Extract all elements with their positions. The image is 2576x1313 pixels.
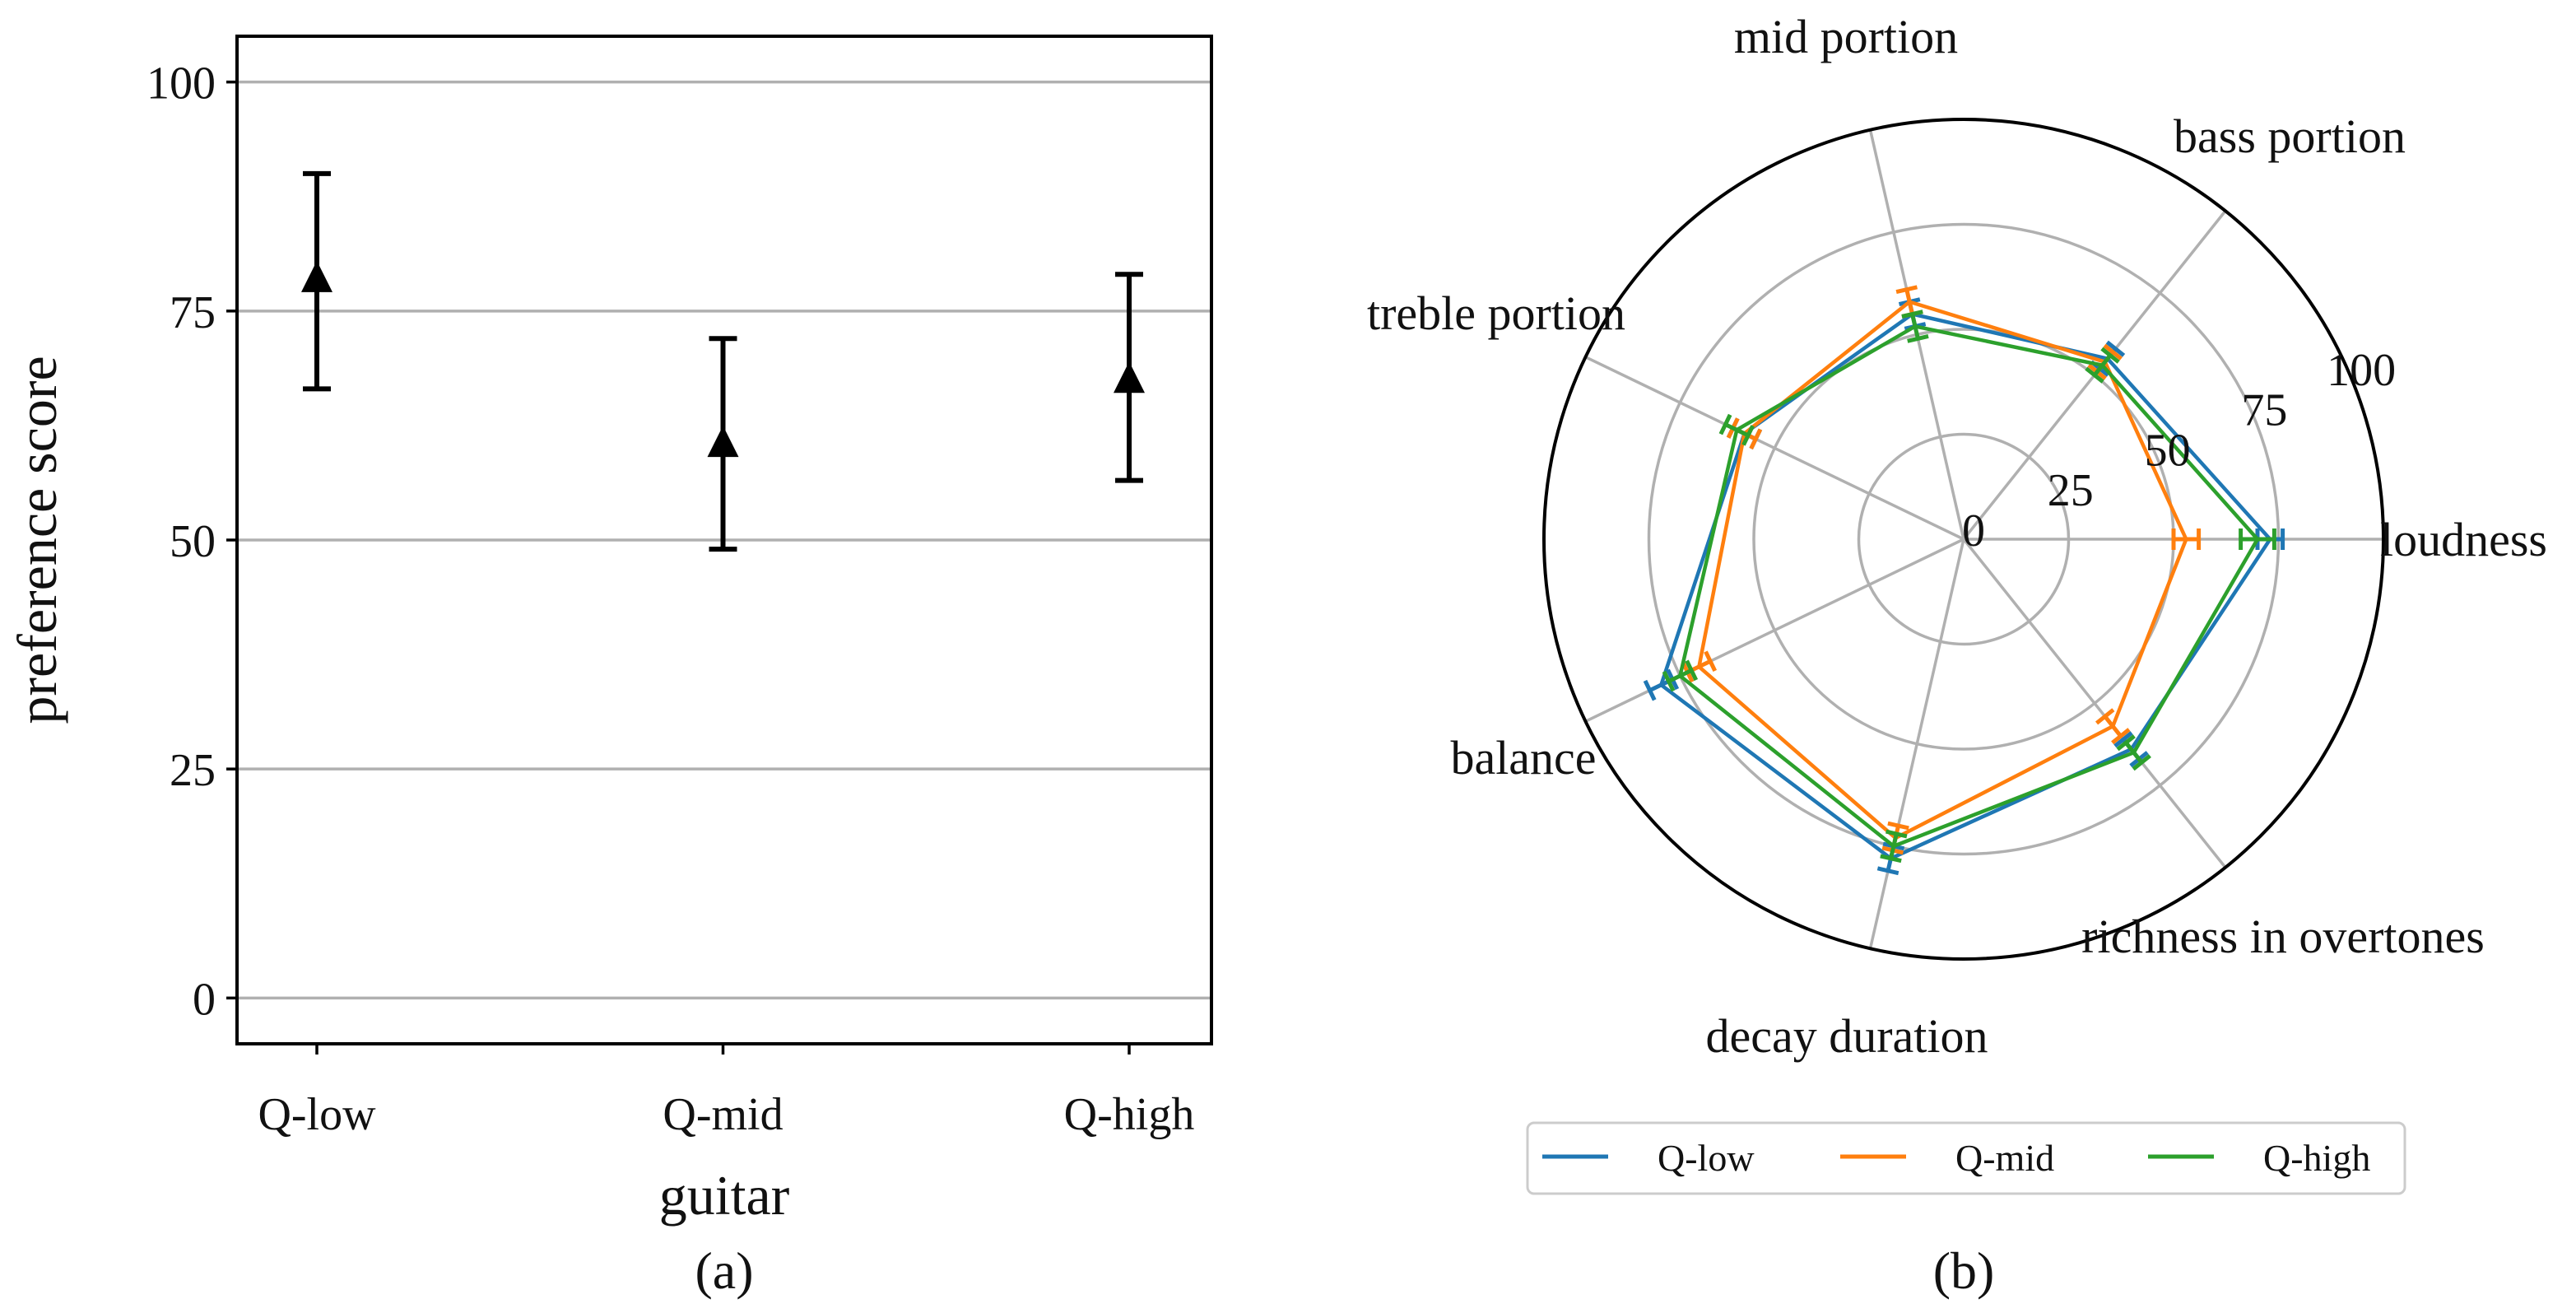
x-axis-label: guitar <box>659 1164 790 1227</box>
axis-label-treble-portion: treble portion <box>1367 286 1625 340</box>
spoke-4 <box>1584 538 1965 723</box>
legend-items: Q-low Q-mid Q-high <box>1542 1137 2370 1179</box>
x-tick-label-0: Q-low <box>258 1089 376 1140</box>
axis-label-decay-duration: decay duration <box>1705 1009 1988 1063</box>
legend-label-q-high: Q-high <box>2263 1137 2370 1179</box>
y-tick-label-1: 25 <box>170 745 216 796</box>
marker-q-high <box>1114 361 1145 393</box>
x-tick-label-2: Q-high <box>1064 1089 1195 1140</box>
radar-series <box>1643 285 2285 876</box>
error-bar-chart: 0 25 50 75 100 Q-low Q-mid Q-high guitar prefe… <box>6 35 1213 1300</box>
legend-item-q-mid: Q-mid <box>1840 1137 2054 1179</box>
error-bar-q-mid-0 <box>2171 528 2202 550</box>
y-tick-labels: 0 25 50 75 100 <box>146 58 216 1026</box>
series-q-low <box>1643 297 2285 876</box>
axis-label-mid-portion: mid portion <box>1734 10 1958 63</box>
y-tick-label-2: 50 <box>170 516 216 567</box>
marker-q-low <box>301 260 332 292</box>
error-bar-q-high-3 <box>1718 413 1755 446</box>
panel-label-b: (b) <box>1933 1241 1995 1300</box>
error-bar-q-mid-6 <box>2095 708 2131 745</box>
series-line-q-high <box>1678 324 2260 849</box>
legend-item-q-high: Q-high <box>2148 1137 2370 1179</box>
radial-tick-label-2: 50 <box>2145 425 2191 476</box>
radar-chart: 0 25 50 75 100 loudness bass portion mid porti… <box>1367 10 2547 1300</box>
axis-label-balance: balance <box>1450 731 1596 785</box>
y-tick-label-4: 100 <box>146 58 216 109</box>
y-tick-label-3: 75 <box>170 287 216 338</box>
radar-frame <box>1542 118 2385 961</box>
legend-box <box>1526 1121 2406 1195</box>
spoke-3 <box>1584 356 1965 541</box>
series-q-high <box>1662 310 2276 864</box>
y-tick-label-0: 0 <box>193 974 216 1025</box>
error-bars <box>303 170 1143 552</box>
error-bar-q-high-1 <box>2085 347 2120 384</box>
plot-frame <box>235 35 1213 1045</box>
legend-label-q-mid: Q-mid <box>1955 1137 2054 1179</box>
radial-tick-label-1: 25 <box>2048 465 2094 516</box>
radial-tick-labels: 0 25 50 75 100 <box>1962 345 2396 556</box>
radial-tick-label-3: 75 <box>2241 385 2287 436</box>
axis-label-bass-portion: bass portion <box>2174 109 2406 163</box>
spoke-6 <box>1962 538 2227 868</box>
markers <box>301 260 1145 458</box>
radial-tick-label-4: 100 <box>2327 345 2396 396</box>
series-line-q-low <box>1659 312 2272 861</box>
legend: Q-low Q-mid Q-high <box>1526 1121 2406 1195</box>
radar-axis-labels: loudness bass portion mid portion treble po… <box>1367 10 2547 1063</box>
error-bar-q-high-4 <box>1662 659 1699 692</box>
series-line-q-mid <box>1697 300 2188 840</box>
tick-marks <box>226 80 1131 1055</box>
error-bar-q-high-5 <box>1880 829 1908 864</box>
spoke-5 <box>1868 538 1965 949</box>
error-bar-q-high-6 <box>2116 734 2151 771</box>
radial-tick-label-0: 0 <box>1962 505 1985 556</box>
axis-label-richness-in-overtones: richness in overtones <box>2081 910 2485 963</box>
error-bar-q-high-0 <box>2239 528 2276 550</box>
legend-item-q-low: Q-low <box>1542 1137 1755 1179</box>
panel-label-a: (a) <box>695 1241 753 1300</box>
y-axis-label: preference score <box>6 356 68 724</box>
x-tick-labels: Q-low Q-mid Q-high <box>258 1089 1194 1140</box>
x-tick-label-1: Q-mid <box>663 1089 783 1140</box>
error-bar-q-high-2 <box>1901 310 1929 343</box>
marker-q-mid <box>707 426 739 458</box>
axis-label-loudness: loudness <box>2380 513 2547 566</box>
legend-label-q-low: Q-low <box>1658 1137 1755 1179</box>
